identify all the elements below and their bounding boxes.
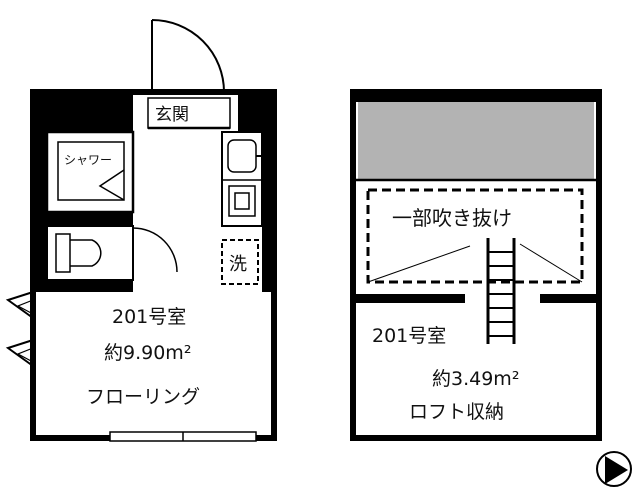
wall-below-toilet — [33, 280, 133, 292]
loft-top-wall — [353, 92, 599, 102]
window-bottom — [109, 431, 257, 442]
washer-label: 洗 — [229, 254, 247, 275]
shower-room: シャワー — [45, 130, 135, 214]
toilet-room — [46, 225, 178, 281]
washer-space: 洗 — [221, 239, 259, 285]
window-left-upper — [5, 291, 34, 319]
sink-icon — [227, 139, 262, 173]
loft-mid-wall-left — [353, 294, 465, 303]
north-arrow-icon — [596, 451, 632, 487]
loft-room-name: 201号室 — [372, 325, 446, 347]
wall-block-top-left — [33, 92, 133, 132]
kitchen — [221, 131, 263, 227]
main-room-size: 約9.90m² — [104, 342, 191, 364]
open-ceiling-area: 一部吹き抜け — [366, 188, 584, 284]
loft-mid-wall-right — [540, 294, 599, 303]
window-left-lower — [5, 339, 34, 367]
entrance-label: 玄関 — [155, 105, 189, 125]
ladder-icon — [486, 238, 516, 344]
main-room-name: 201号室 — [112, 306, 186, 328]
loft-storage: ロフト収納 — [409, 401, 504, 423]
loft-shaded-area — [358, 102, 594, 180]
shower-label: シャワー — [64, 153, 112, 167]
open-ceiling-label: 一部吹き抜け — [392, 206, 512, 230]
wall-left-thick — [33, 92, 47, 292]
toilet-icon — [55, 233, 102, 273]
wall-right-thick — [262, 92, 274, 292]
loft-size: 約3.49m² — [432, 368, 519, 390]
wall-shower-toilet — [33, 212, 133, 226]
main-room-flooring: フローリング — [86, 386, 200, 408]
stove-icon — [228, 185, 256, 217]
loft-plan: 一部吹き抜け 201号室 約3.49m² ロフト収納 — [350, 89, 602, 441]
entrance-door — [151, 19, 238, 93]
main-floor-plan: 玄関 シャワー — [5, 19, 277, 442]
